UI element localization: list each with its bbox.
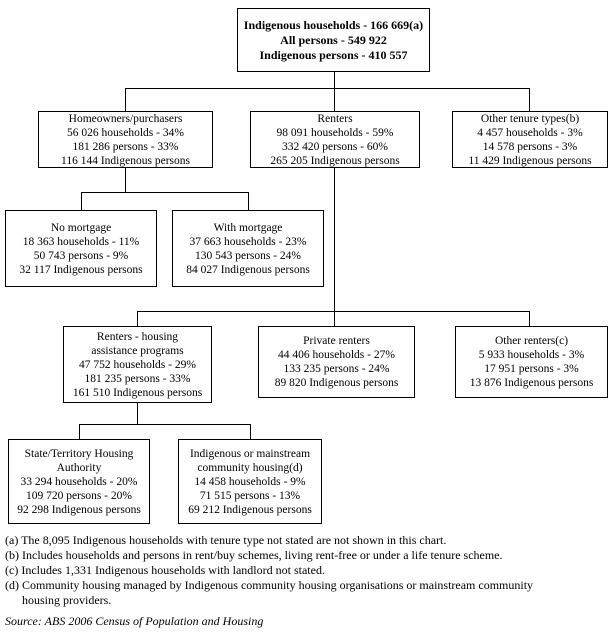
- node-line: 44 406 households - 27%: [278, 349, 395, 361]
- footnotes: (a) The 8,095 Indigenous households with…: [5, 533, 550, 608]
- node-line: Authority: [56, 461, 102, 474]
- node-indigenous-households: Indigenous households - 166 669(a) All p…: [237, 8, 430, 72]
- node-line: 84 027 Indigenous persons: [186, 263, 310, 276]
- node-line: 56 026 households - 34%: [67, 126, 184, 139]
- footnote-d: (d) Community housing managed by Indigen…: [5, 578, 534, 607]
- node-line: 116 144 Indigenous persons: [61, 154, 190, 167]
- node-line: 4 457 households - 3%: [477, 126, 583, 139]
- node-line: 33 294 households - 20%: [20, 475, 138, 488]
- node-line: 71 515 persons - 13%: [199, 489, 301, 502]
- node-line: community housing(d): [197, 461, 303, 474]
- node-line: 5 933 households - 3%: [478, 349, 585, 361]
- node-line: 98 091 households - 59%: [276, 126, 394, 139]
- node-line: 332 420 persons - 60%: [281, 140, 389, 153]
- source-note: Source: ABS 2006 Census of Population an…: [5, 614, 264, 628]
- node-line: State/Territory Housing: [24, 447, 134, 460]
- node-line: 181 286 persons - 33%: [72, 140, 179, 153]
- node-line: 130 543 persons - 24%: [194, 249, 302, 262]
- node-renters-housing-assistance: Renters - housing assistance programs 47…: [63, 326, 212, 403]
- node-line: Other renters(c): [494, 335, 569, 347]
- node-line: With mortgage: [213, 221, 283, 234]
- node-community-housing: Indigenous or mainstream community housi…: [178, 439, 322, 524]
- node-line: All persons - 549 922: [280, 32, 387, 47]
- node-line: 13 876 Indigenous persons: [469, 377, 594, 389]
- node-no-mortgage: No mortgage 18 363 households - 11% 50 7…: [5, 210, 157, 287]
- node-line: 11 429 Indigenous persons: [468, 154, 592, 167]
- node-line: 32 117 Indigenous persons: [19, 263, 143, 276]
- node-other-renters: Other renters(c) 5 933 households - 3% 1…: [455, 326, 608, 398]
- node-line: 109 720 persons - 20%: [25, 489, 133, 502]
- node-line: 89 820 Indigenous persons: [274, 377, 399, 389]
- node-homeowners-purchasers: Homeowners/purchasers 56 026 households …: [38, 111, 213, 168]
- node-state-territory-housing-authority: State/Territory Housing Authority 33 294…: [8, 439, 150, 524]
- node-line: Renters: [317, 112, 353, 125]
- node-line: 181 235 persons - 33%: [84, 372, 191, 385]
- node-line: Renters - housing: [96, 330, 179, 343]
- node-line: Indigenous persons - 410 557: [259, 47, 408, 62]
- node-line: 18 363 households - 11%: [22, 235, 140, 248]
- node-line: 92 298 Indigenous persons: [17, 503, 141, 516]
- node-line: assistance programs: [91, 344, 184, 357]
- node-with-mortgage: With mortgage 37 663 households - 23% 13…: [172, 210, 324, 287]
- node-line: Private renters: [303, 335, 370, 347]
- node-other-tenure-types: Other tenure types(b) 4 457 households -…: [452, 111, 608, 168]
- footnote-a: (a) The 8,095 Indigenous households with…: [5, 533, 447, 547]
- node-line: 50 743 persons - 9%: [33, 249, 129, 262]
- node-line: Homeowners/purchasers: [68, 112, 183, 125]
- node-renters: Renters 98 091 households - 59% 332 420 …: [250, 111, 420, 168]
- node-line: No mortgage: [50, 221, 112, 234]
- node-line: 133 235 persons - 24%: [283, 363, 390, 375]
- node-line: 161 510 Indigenous persons: [72, 386, 203, 399]
- node-line: Indigenous households - 166 669(a): [243, 17, 424, 32]
- node-line: 69 212 Indigenous persons: [188, 503, 312, 516]
- footnote-c: (c) Includes 1,331 Indigenous households…: [5, 563, 325, 577]
- node-line: 47 752 households - 29%: [79, 358, 196, 371]
- node-line: Other tenure types(b): [480, 112, 580, 125]
- node-line: Indigenous or mainstream: [189, 447, 311, 460]
- node-private-renters: Private renters 44 406 households - 27% …: [258, 326, 415, 398]
- node-line: 17 951 persons - 3%: [484, 363, 579, 375]
- node-line: 265 205 Indigenous persons: [270, 154, 400, 167]
- node-line: 37 663 households - 23%: [189, 235, 307, 248]
- footnote-b: (b) Includes households and persons in r…: [5, 548, 503, 562]
- node-line: 14 578 persons - 3%: [482, 140, 578, 153]
- node-line: 14 458 households - 9%: [194, 475, 306, 488]
